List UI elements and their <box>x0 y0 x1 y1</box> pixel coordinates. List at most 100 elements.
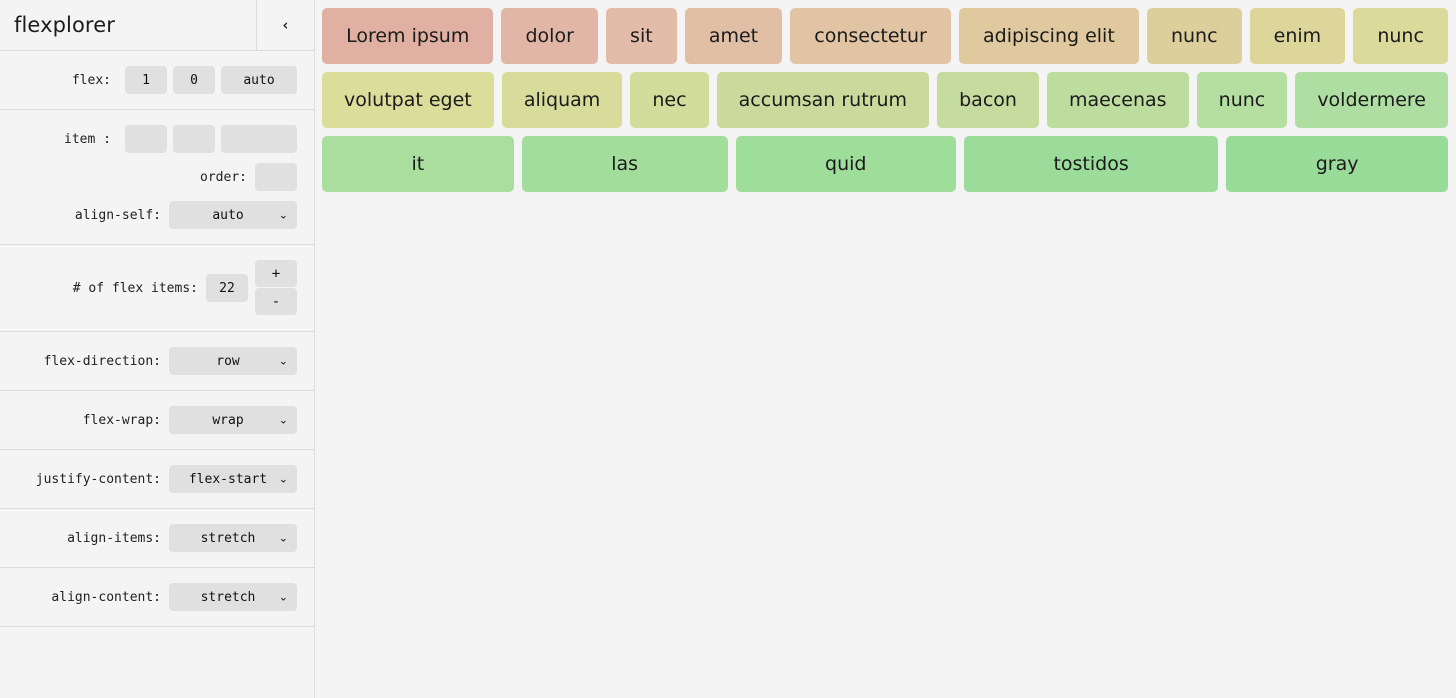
flex-item[interactable]: adipiscing elit <box>958 8 1139 64</box>
item-basis-input[interactable] <box>221 125 297 153</box>
flex-item[interactable]: las <box>521 136 728 192</box>
flex-item[interactable]: tostidos <box>963 136 1219 192</box>
flex-item[interactable]: dolor <box>501 8 598 64</box>
flex-item-label: nunc <box>1170 24 1218 47</box>
control-row: flex: <box>0 61 314 99</box>
flex-item[interactable]: voldermere <box>1295 72 1449 128</box>
flex-item-label: tostidos <box>1053 152 1129 175</box>
select-value: stretch <box>200 530 256 546</box>
chevron-down-icon: ⌄ <box>278 354 288 368</box>
control-row: justify-content: flex-start ⌄ <box>0 460 314 498</box>
flex-preview-area: Lorem ipsum dolor sit amet consectetur adipis… <box>315 0 1456 698</box>
flex-item-label: it <box>411 152 425 175</box>
flex-item-label: dolor <box>525 24 574 47</box>
select-value: flex-start <box>188 471 268 487</box>
flex-item[interactable]: nec <box>630 72 709 128</box>
control-row: # of flex items: +- <box>0 255 314 321</box>
control-row: align-content: stretch ⌄ <box>0 578 314 616</box>
flex-grow-input[interactable] <box>125 66 167 94</box>
align-items-select[interactable]: stretch ⌄ <box>169 524 297 552</box>
flex-item[interactable]: enim <box>1249 8 1346 64</box>
item-shrink-input[interactable] <box>173 125 215 153</box>
chevron-down-icon: ⌄ <box>278 590 288 604</box>
control-row: flex-wrap:wrap⌄ <box>0 401 314 439</box>
sidebar-section-item-count: # of flex items: +- <box>0 245 314 332</box>
align-content-select[interactable]: stretch ⌄ <box>169 583 297 611</box>
flex-item[interactable]: amet <box>684 8 783 64</box>
flex-item-label: accumsan rutrum <box>738 88 908 111</box>
control-row: align-items:stretch⌄ <box>0 519 314 557</box>
flex-item-label: consectetur <box>814 24 927 47</box>
sidebar-section-flex-shorthand: flex: <box>0 51 314 110</box>
flex-shrink-input[interactable] <box>173 66 215 94</box>
flex-item-label: adipiscing elit <box>983 24 1115 47</box>
sidebar-sections: flex: item : order: align-self:auto⌄ # of fl… <box>0 51 314 627</box>
flex-item[interactable]: accumsan rutrum <box>716 72 930 128</box>
flex-item[interactable]: nunc <box>1146 8 1242 64</box>
decrement-items-button[interactable]: - <box>255 288 297 315</box>
flex-item[interactable]: volutpat eget <box>322 72 494 128</box>
flex-item[interactable]: consectetur <box>790 8 951 64</box>
flex-item[interactable]: nunc <box>1196 72 1288 128</box>
flex-item[interactable]: it <box>322 136 514 192</box>
flex-item-label: enim <box>1273 24 1322 47</box>
flex-item-label: Lorem ipsum <box>346 24 470 47</box>
sidebar-section-item-properties: item : order: align-self:auto⌄ <box>0 110 314 245</box>
control-label: flex: <box>71 72 111 88</box>
chevron-left-icon: ‹ <box>280 16 291 34</box>
flex-item[interactable]: nunc <box>1353 8 1448 64</box>
control-label: align-content: <box>51 589 161 605</box>
increment-items-button[interactable]: + <box>255 260 297 287</box>
flex-item-label: sit <box>630 24 653 47</box>
flex-item-label: maecenas <box>1069 88 1167 111</box>
select-value: stretch <box>200 589 256 605</box>
select-value: wrap <box>212 412 244 428</box>
chevron-down-icon: ⌄ <box>278 413 288 427</box>
control-label: order: <box>200 169 247 185</box>
flex-item-label: las <box>611 152 639 175</box>
item-count-stepper: +- <box>255 260 297 316</box>
flex-item-label: nec <box>652 88 687 111</box>
control-row: flex-direction: row⌄ <box>0 342 314 380</box>
control-row: align-self:auto⌄ <box>0 196 314 234</box>
chevron-down-icon: ⌄ <box>278 531 288 545</box>
flex-item-label: amet <box>708 24 759 47</box>
order-input[interactable] <box>255 163 297 191</box>
flex-item[interactable]: sit <box>605 8 677 64</box>
flex-item-label: voldermere <box>1317 88 1426 111</box>
sidebar-section-justify-content: justify-content: flex-start ⌄ <box>0 450 314 509</box>
flex-item-count-input[interactable] <box>206 274 248 302</box>
control-label: # of flex items: <box>72 280 198 296</box>
justify-content-select[interactable]: flex-start ⌄ <box>169 465 297 493</box>
sidebar-section-align-items: align-items:stretch⌄ <box>0 509 314 568</box>
collapse-sidebar-button[interactable]: ‹ <box>256 0 314 51</box>
flex-wrap-select[interactable]: wrap ⌄ <box>169 406 297 434</box>
sidebar-section-align-content: align-content: stretch ⌄ <box>0 568 314 627</box>
flex-item[interactable]: maecenas <box>1046 72 1189 128</box>
sidebar-section-flex-direction: flex-direction: row⌄ <box>0 332 314 391</box>
chevron-down-icon: ⌄ <box>278 472 288 486</box>
controls-sidebar: flexplorer ‹ flex: item : order: align-self… <box>0 0 315 698</box>
flex-basis-input[interactable] <box>221 66 297 94</box>
control-label: justify-content: <box>35 471 161 487</box>
align-self-select[interactable]: auto⌄ <box>169 201 297 229</box>
control-label: flex-direction: <box>43 353 161 369</box>
flex-item-label: aliquam <box>523 88 601 111</box>
flex-item-label: quid <box>825 152 867 175</box>
app-title: flexplorer <box>14 12 115 37</box>
select-value: auto <box>212 207 244 223</box>
flex-item[interactable]: quid <box>735 136 956 192</box>
flex-item-label: volutpat eget <box>344 88 472 111</box>
flex-item[interactable]: Lorem ipsum <box>322 8 494 64</box>
flex-direction-select[interactable]: row⌄ <box>169 347 297 375</box>
flex-item-label: bacon <box>959 88 1017 111</box>
control-label: item : <box>64 131 111 147</box>
flex-item[interactable]: bacon <box>937 72 1039 128</box>
flex-item[interactable]: gray <box>1226 136 1448 192</box>
flex-item-label: nunc <box>1377 24 1424 47</box>
flex-item-label: gray <box>1315 152 1359 175</box>
flex-item[interactable]: aliquam <box>501 72 623 128</box>
item-grow-input[interactable] <box>125 125 167 153</box>
flex-item-label: nunc <box>1218 88 1266 111</box>
